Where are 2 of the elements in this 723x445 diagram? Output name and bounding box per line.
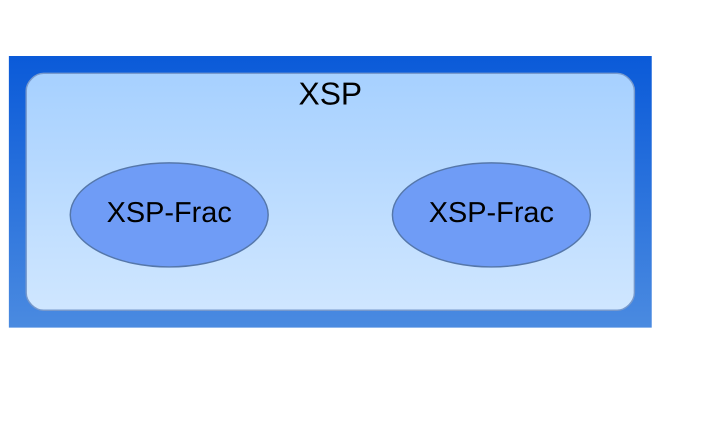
node-ellipse: XSP-Frac — [70, 162, 269, 268]
node-ellipse: XSP-Frac — [392, 162, 592, 268]
